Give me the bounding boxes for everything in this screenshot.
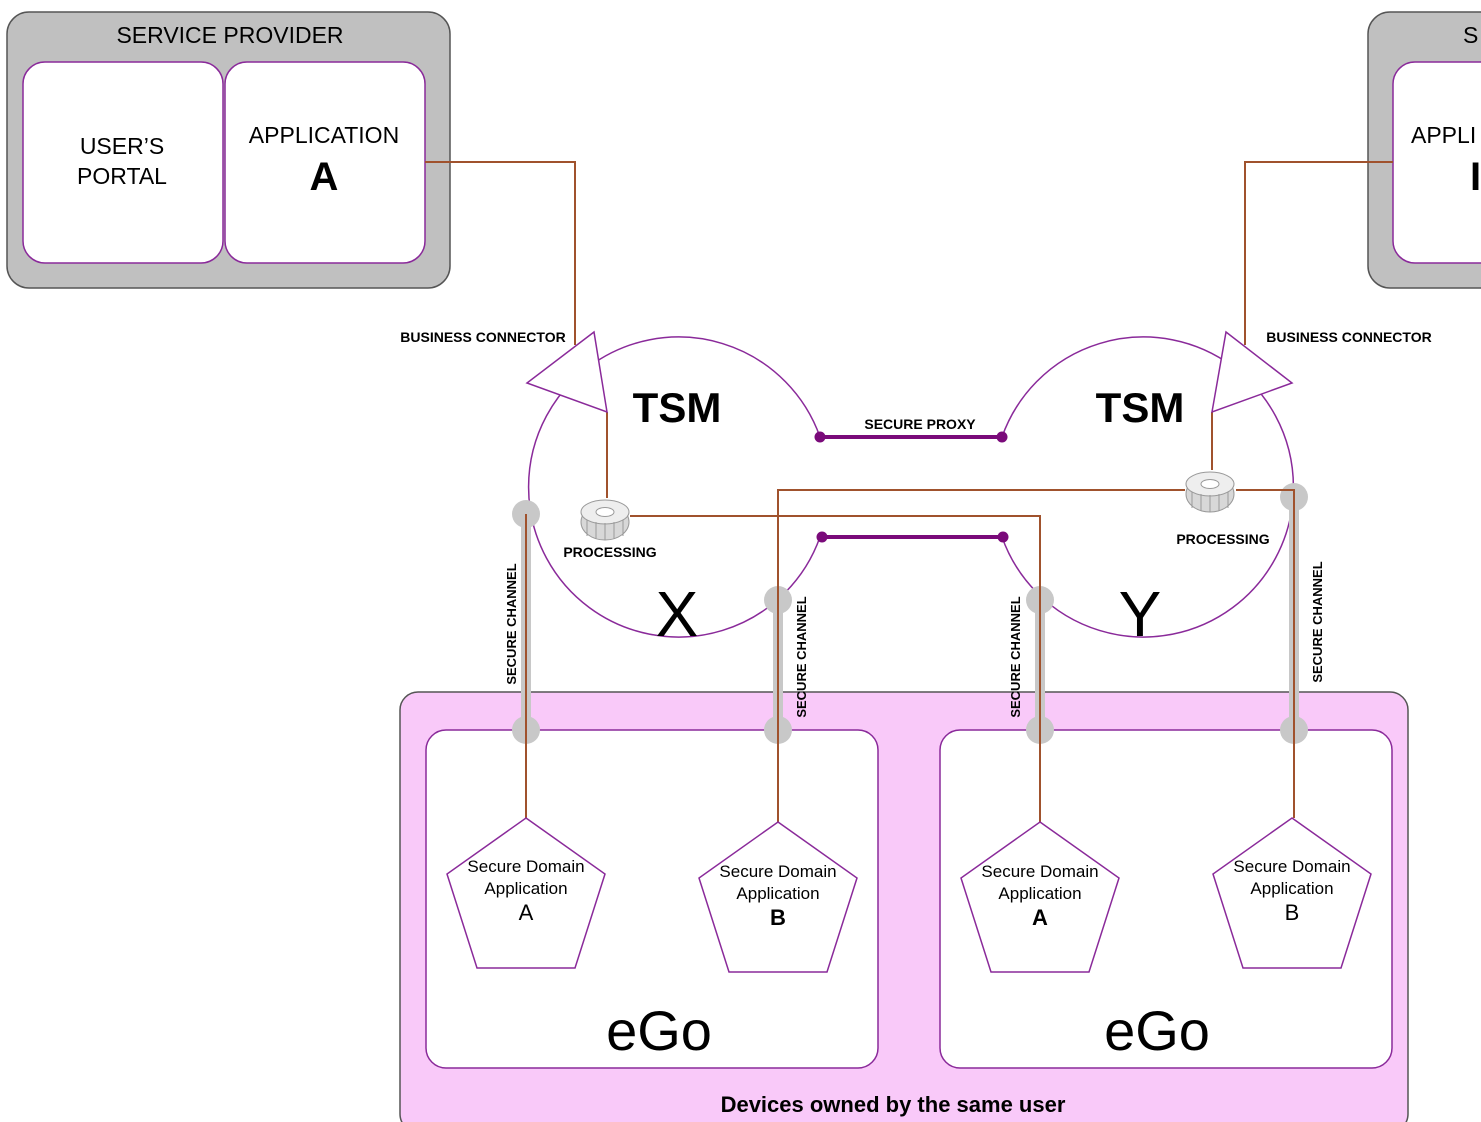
sda-letter: B — [1285, 900, 1300, 925]
sda-line1: Secure Domain — [981, 862, 1098, 881]
sda-line1: Secure Domain — [1233, 857, 1350, 876]
tsm-x-letter: X — [656, 578, 699, 650]
secure-channel-label-1: SECURE CHANNEL — [504, 563, 519, 684]
sda-line2: Application — [736, 884, 819, 903]
right-service-provider: S APPLI I — [1367, 11, 1481, 289]
application-a-label: APPLICATION — [249, 122, 399, 148]
tsm-y-letter: Y — [1119, 578, 1162, 650]
processing-x-label: PROCESSING — [563, 544, 656, 560]
processing-y-to-sda-b-left — [777, 489, 1185, 822]
secure-proxy-endpoint — [996, 431, 1008, 443]
users-portal-box — [22, 61, 224, 264]
business-connector-right-label: BUSINESS CONNECTOR — [1266, 329, 1431, 345]
secure-proxy-endpoint — [816, 531, 828, 543]
sda-pentagon — [698, 821, 858, 973]
sda-pentagon — [960, 821, 1120, 973]
secure-proxy-endpoint — [997, 531, 1009, 543]
users-portal-label-line1: USER’S — [80, 133, 164, 159]
sda-line2: Application — [484, 879, 567, 898]
processing-y: PROCESSING — [1176, 471, 1270, 547]
secure-proxy: SECURE PROXY — [814, 416, 1009, 543]
gear-icon — [580, 499, 630, 541]
business-connector-left-arrow — [525, 330, 608, 414]
left-service-provider: SERVICE PROVIDER USER’S PORTAL APPLICATI… — [6, 11, 451, 289]
sda-left-b: Secure Domain Application B — [698, 821, 858, 973]
sda-letter: A — [1032, 905, 1048, 930]
sda-line1: Secure Domain — [467, 857, 584, 876]
sda-pentagon — [1212, 817, 1372, 969]
processing-y-to-sda-b-right — [1236, 489, 1295, 818]
secure-channel-label-4: SECURE CHANNEL — [1310, 561, 1325, 682]
secure-channel-label-3: SECURE CHANNEL — [1008, 596, 1023, 717]
tsm-x-outline — [527, 336, 821, 638]
sda-letter: B — [770, 905, 786, 930]
processing-x-to-sda-a-right — [630, 515, 1041, 822]
connector-lines — [425, 161, 1393, 822]
devices-caption: Devices owned by the same user — [721, 1092, 1066, 1117]
gear-icon — [1185, 471, 1235, 513]
right-application-box — [1392, 61, 1481, 264]
sda-left-a: Secure Domain Application A — [446, 817, 606, 969]
sda-line1: Secure Domain — [719, 862, 836, 881]
sda-right-a: Secure Domain Application A — [960, 821, 1120, 973]
sda-pentagon — [446, 817, 606, 969]
tsm-x-title: TSM — [633, 384, 722, 431]
right-application-letter: I — [1470, 155, 1481, 199]
tsm-x-shape: TSM X — [527, 336, 821, 650]
application-a-letter: A — [310, 155, 339, 199]
processing-y-label: PROCESSING — [1176, 531, 1269, 547]
business-connectors: BUSINESS CONNECTOR BUSINESS CONNECTOR — [400, 329, 1432, 414]
users-portal-label-line2: PORTAL — [77, 163, 167, 189]
secure-channel-label-2: SECURE CHANNEL — [794, 596, 809, 717]
ego-device-left — [425, 729, 879, 1069]
sda-line2: Application — [1250, 879, 1333, 898]
tsm-y-shape: TSM Y — [1001, 336, 1295, 650]
right-app-connector — [1244, 161, 1393, 345]
ego-device-right — [939, 729, 1393, 1069]
secure-proxy-label: SECURE PROXY — [864, 416, 976, 432]
left-provider-title: SERVICE PROVIDER — [116, 22, 343, 48]
devices-container: eGo eGo Devices owned by the same user — [399, 691, 1409, 1122]
right-application-label: APPLI — [1411, 122, 1476, 148]
business-connector-left-label: BUSINESS CONNECTOR — [400, 329, 565, 345]
sda-right-b: Secure Domain Application B — [1212, 817, 1372, 969]
app-a-connector — [425, 161, 576, 345]
sda-letter: A — [519, 900, 534, 925]
ego-label-right: eGo — [1104, 999, 1210, 1062]
sda-line2: Application — [998, 884, 1081, 903]
tsm-y-title: TSM — [1096, 384, 1185, 431]
processing-x: PROCESSING — [563, 499, 657, 560]
right-provider-title: S — [1463, 22, 1478, 48]
secure-proxy-endpoint — [814, 431, 826, 443]
ego-label-left: eGo — [606, 999, 712, 1062]
business-connector-right-arrow — [1211, 330, 1294, 414]
